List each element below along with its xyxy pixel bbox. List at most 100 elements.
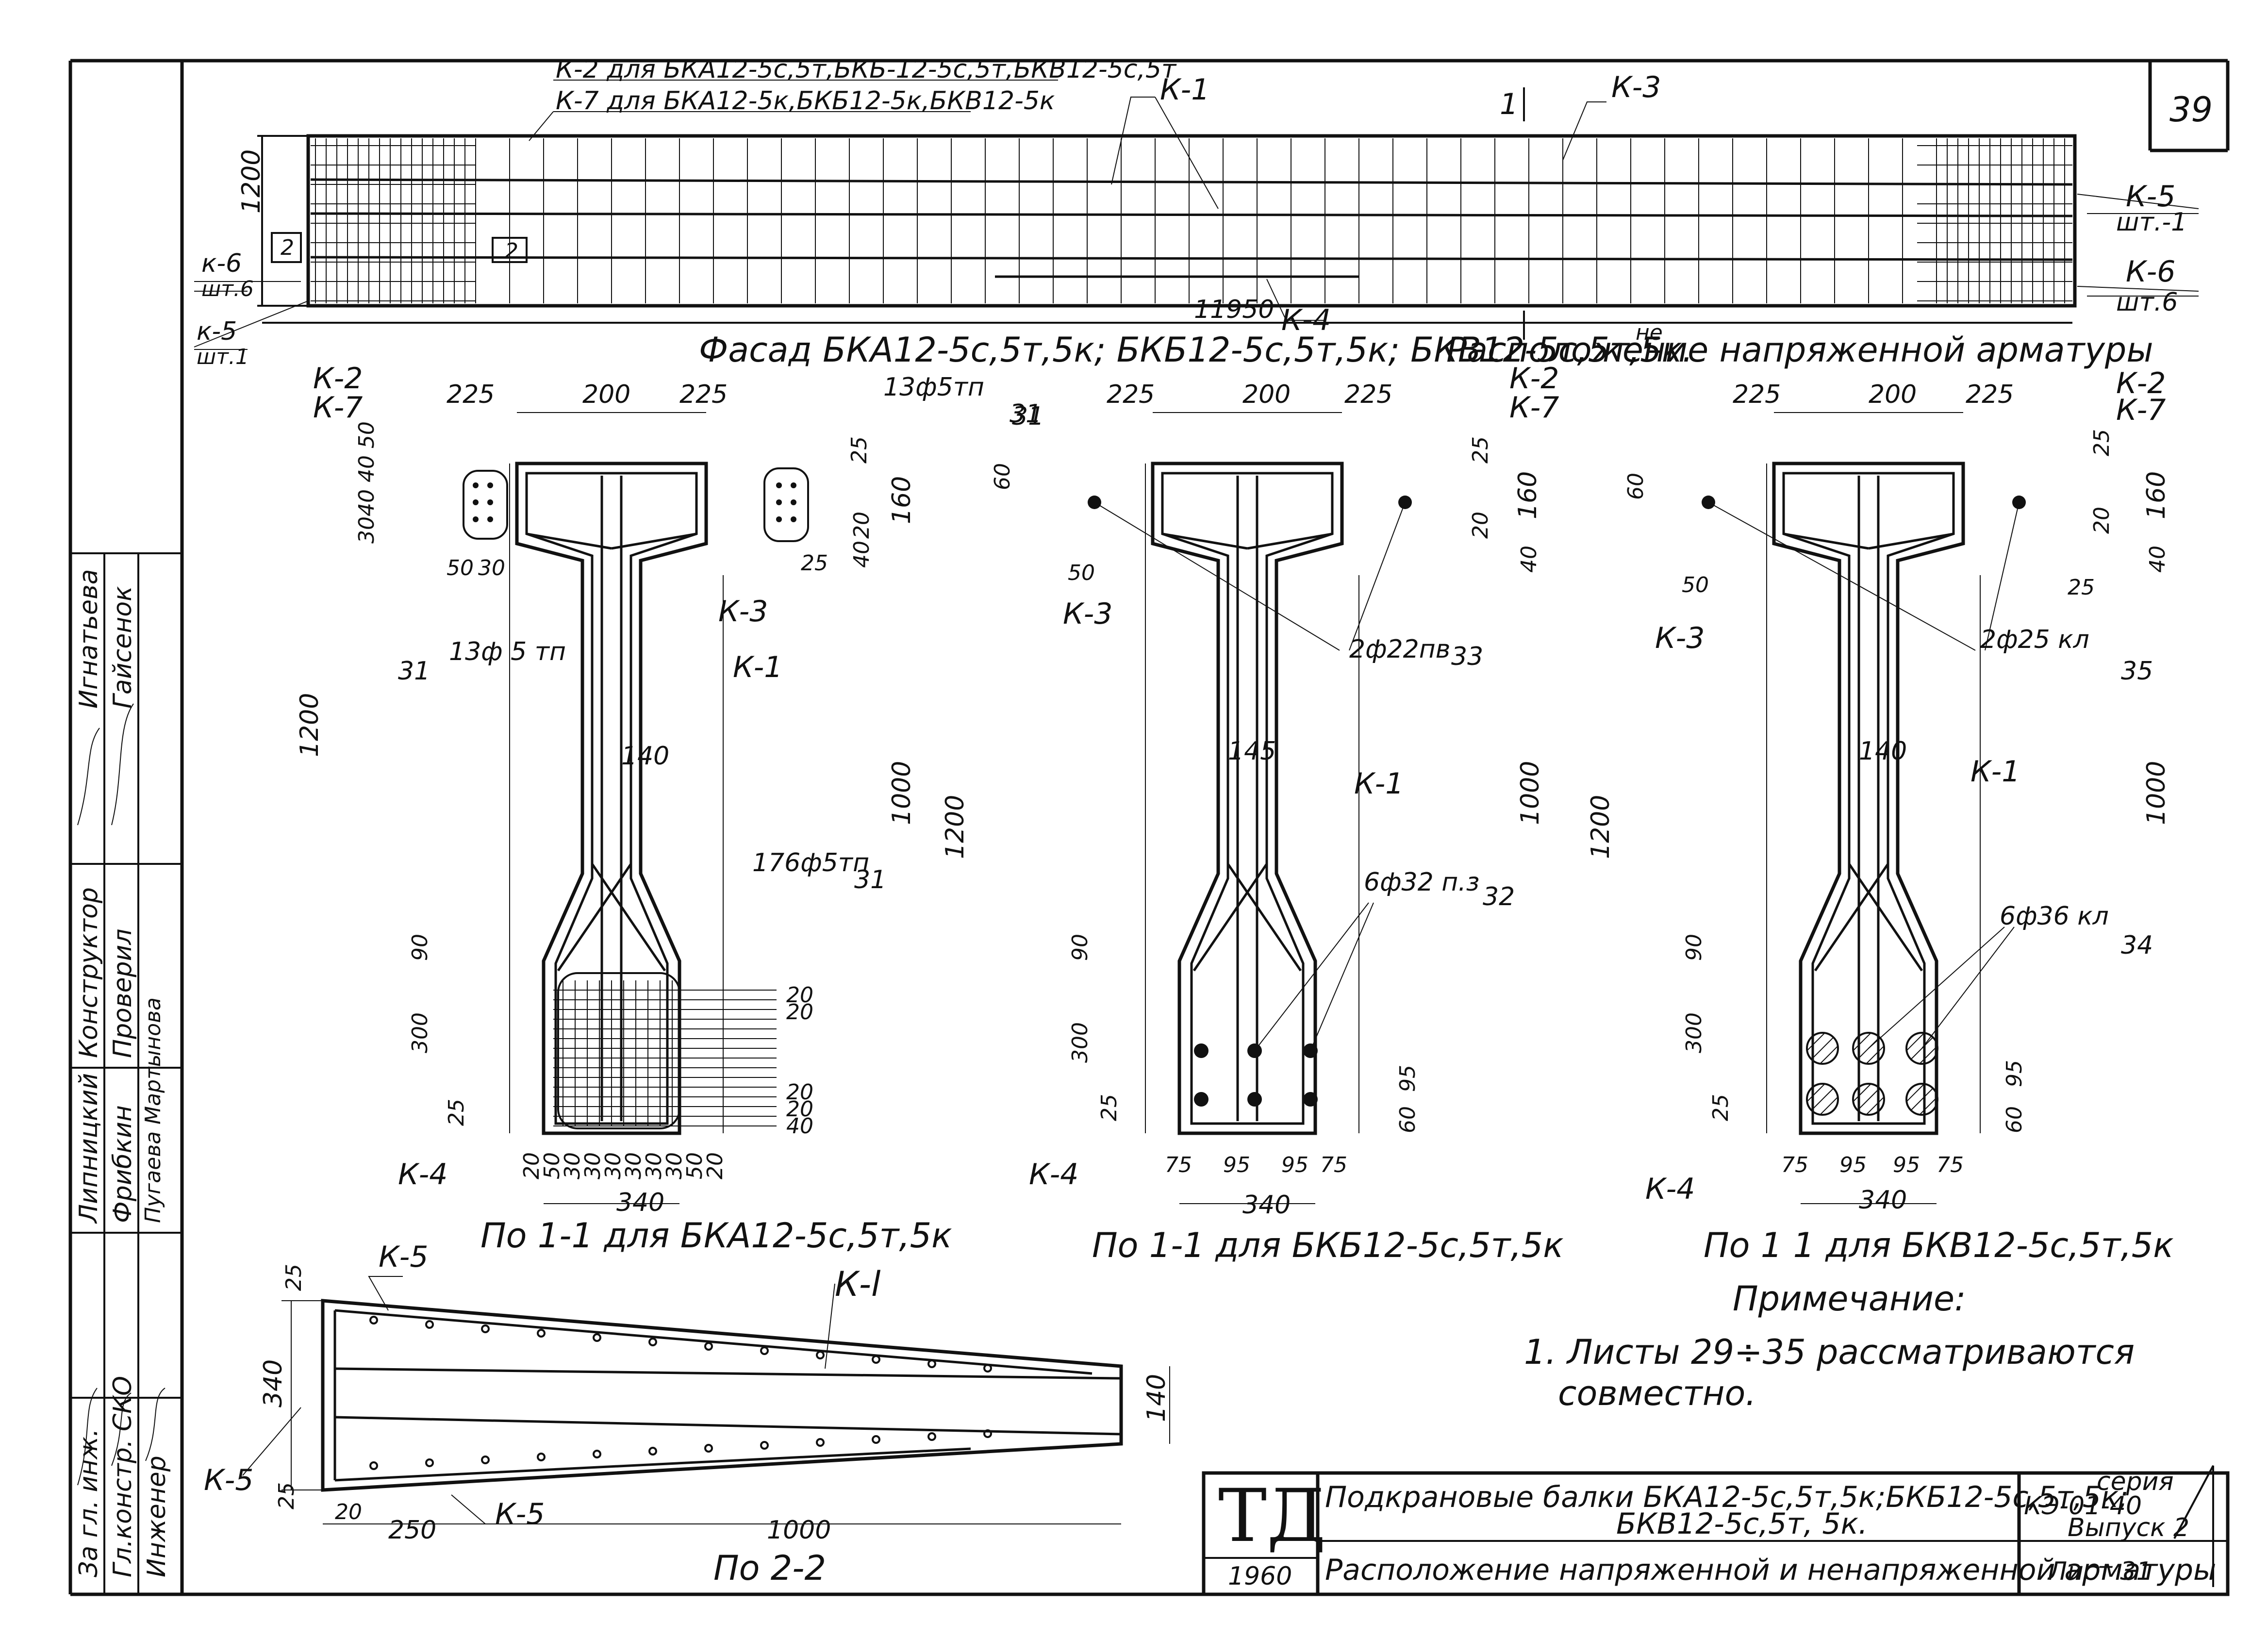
section-cross-bars xyxy=(557,863,666,972)
leader-35 xyxy=(1708,502,2020,651)
s1-left-flange-dims: 3040 40 50 xyxy=(354,421,379,544)
s1-width-dim: 340 xyxy=(616,1188,664,1217)
wire-dot xyxy=(487,499,493,505)
plan-bar-dot xyxy=(704,1444,713,1453)
wire-bundle-bottom xyxy=(557,972,680,1129)
plan-dim-4: 20 xyxy=(335,1500,362,1524)
s2-bottom-bars: 6ф32 п.з xyxy=(1364,868,1479,897)
s2-web-height-dim: 1000 xyxy=(1516,761,1545,825)
facade-label-k5-right: К-5 xyxy=(2126,180,2175,214)
s2-bottom-dim-3: 95 xyxy=(1281,1153,1308,1177)
td-logo: ТД xyxy=(1218,1474,1326,1558)
bar-hatch xyxy=(1806,1083,1838,1115)
stamp-role-1: За гл. инж. xyxy=(74,1428,103,1577)
section-outline xyxy=(1772,462,1965,1135)
s3-bottom-dim-4: 75 xyxy=(1937,1153,1964,1177)
title-subtitle: Расположение напряженной и ненапряженной… xyxy=(1325,1553,2216,1587)
section-3-labels: 225 200 225 К-2 К-7 К-3 К-1 К-4 2ф25 кл … xyxy=(1586,366,2174,1265)
section-k3-bar xyxy=(1247,532,1333,550)
plan-bar-dot xyxy=(816,1438,825,1447)
plan-bar-dot xyxy=(760,1346,769,1355)
s2-top-dim-1: 225 xyxy=(1107,380,1155,409)
section-stirrup xyxy=(1782,472,1955,1125)
s3-label-k1: К-1 xyxy=(1970,755,2020,789)
facade-view xyxy=(194,80,2199,350)
leader-33 xyxy=(1094,502,1406,651)
s1-web-height-dim: 1000 xyxy=(887,761,916,825)
s1-top-bars-mark: 31 xyxy=(1010,399,1042,429)
s2-web-dim: 145 xyxy=(1228,737,1276,766)
s2-width-dim: 340 xyxy=(1242,1191,1291,1220)
plan-label-k5-bottom: К-5 xyxy=(495,1497,545,1531)
note-heading: Примечание: xyxy=(1733,1279,1966,1319)
s2-left-dim: 60 xyxy=(990,463,1015,490)
s1-cover-dim: 25 xyxy=(444,1099,469,1126)
s3-top-dim-1: 225 xyxy=(1733,380,1781,409)
s1-top-dim-3: 225 xyxy=(679,380,728,409)
section-cross-bars xyxy=(1814,863,1923,972)
s3-label-k3: К-3 xyxy=(1655,621,1705,655)
s1-label-k2: К-2 xyxy=(313,362,363,396)
s3-cover-dim: 25 xyxy=(1708,1094,1733,1121)
facade-ne-insert: не xyxy=(1636,320,1663,345)
s2-label-k2: К-2 xyxy=(1509,362,1559,396)
note-line-2: совместно. xyxy=(1558,1373,1756,1413)
s3-web-dim: 140 xyxy=(1859,737,1907,766)
wire-dot xyxy=(487,482,493,488)
bottom-bar-36 xyxy=(1852,1083,1885,1116)
s1-label-k3: К-3 xyxy=(718,595,768,629)
facade-note-k7: К-7 для БКА12-5к,БКБ12-5к,БКВ12-5к xyxy=(556,86,1055,116)
s1-grid-dim-r1: 20 xyxy=(786,983,813,1008)
title-line-1: Подкрановые балки БКА12-5с,5т,5к;БКБ12-5… xyxy=(1325,1480,2128,1514)
leader-32 xyxy=(1254,902,1374,1051)
plan-bar-dot xyxy=(760,1441,769,1450)
s1-label-k1: К-1 xyxy=(733,650,782,684)
s2-top-dim-2: 200 xyxy=(1242,380,1291,409)
facade-k6-right-qty: шт.6 xyxy=(2116,288,2178,317)
plan-dim-1: 25 xyxy=(281,1264,306,1291)
plan-dim-7: 140 xyxy=(1142,1374,1171,1422)
s1-bottom-mark: 31 xyxy=(854,865,886,894)
facade-k5-right-qty: шт.-1 xyxy=(2116,208,2187,237)
s1-grid-dim-r2: 20 xyxy=(786,1000,813,1025)
s3-top-bars: 2ф25 кл xyxy=(1980,625,2089,654)
s1-grid-bottom-dim: 30 xyxy=(580,1152,605,1179)
s1-top-bars: 13ф5тп xyxy=(883,373,984,402)
s1-grid-bottom-dim: 30 xyxy=(662,1152,687,1179)
s2-label-k3: К-3 xyxy=(1063,597,1112,631)
s1-grid-bottom-dim: 30 xyxy=(621,1152,646,1179)
s1-grid-bottom-dim: 50 xyxy=(682,1152,707,1179)
s3-bottom-mark: 34 xyxy=(2121,931,2153,960)
plan-bar-dot xyxy=(648,1447,657,1456)
section-3 xyxy=(1702,412,2026,1204)
plan-label-k5-left: К-5 xyxy=(204,1463,253,1497)
s2-flange-dim-4: 40 xyxy=(1517,546,1541,573)
facade-label-k5-left: к-5 xyxy=(197,317,237,346)
s1-flange-dim-4: 40 xyxy=(849,541,874,568)
series-issue: Выпуск 2 xyxy=(2068,1513,2189,1542)
stamp-name-1: Липницкий xyxy=(74,1073,103,1224)
s2-top-dim-3: 225 xyxy=(1344,380,1392,409)
plan-bar-dot xyxy=(983,1429,992,1438)
s1-small-dim-1: 50 xyxy=(447,556,474,580)
facade-cut-mark-mid: 2 xyxy=(505,239,518,264)
section-2 xyxy=(1088,412,1412,1204)
stamp-name-2: Фрибкин xyxy=(108,1105,137,1223)
s1-web-dim: 140 xyxy=(621,742,669,771)
s3-flange-dim-2: 160 xyxy=(2142,471,2171,519)
leader-34 xyxy=(1868,927,2015,1049)
plan-bar-dot xyxy=(872,1435,880,1444)
bottom-bar-32 xyxy=(1247,1092,1262,1107)
series-label: серия xyxy=(2097,1467,2174,1496)
s3-height-dim: 1200 xyxy=(1586,795,1615,859)
stamp-name-5: Гайсенок xyxy=(108,586,137,709)
s2-cover-dim: 25 xyxy=(1097,1094,1122,1121)
s3-haunch-dim: 90 xyxy=(1682,934,1706,961)
wire-dot xyxy=(473,516,479,522)
plan-bar-dot xyxy=(481,1456,490,1464)
s3-label-k2: К-2 xyxy=(2116,366,2166,400)
s2-right-dim-2: 60 xyxy=(1395,1106,1420,1133)
title-line-2: БКВ12-5с,5т, 5к. xyxy=(1616,1507,1868,1541)
plan-bar-dot xyxy=(425,1320,434,1329)
wire-dot xyxy=(776,516,782,522)
